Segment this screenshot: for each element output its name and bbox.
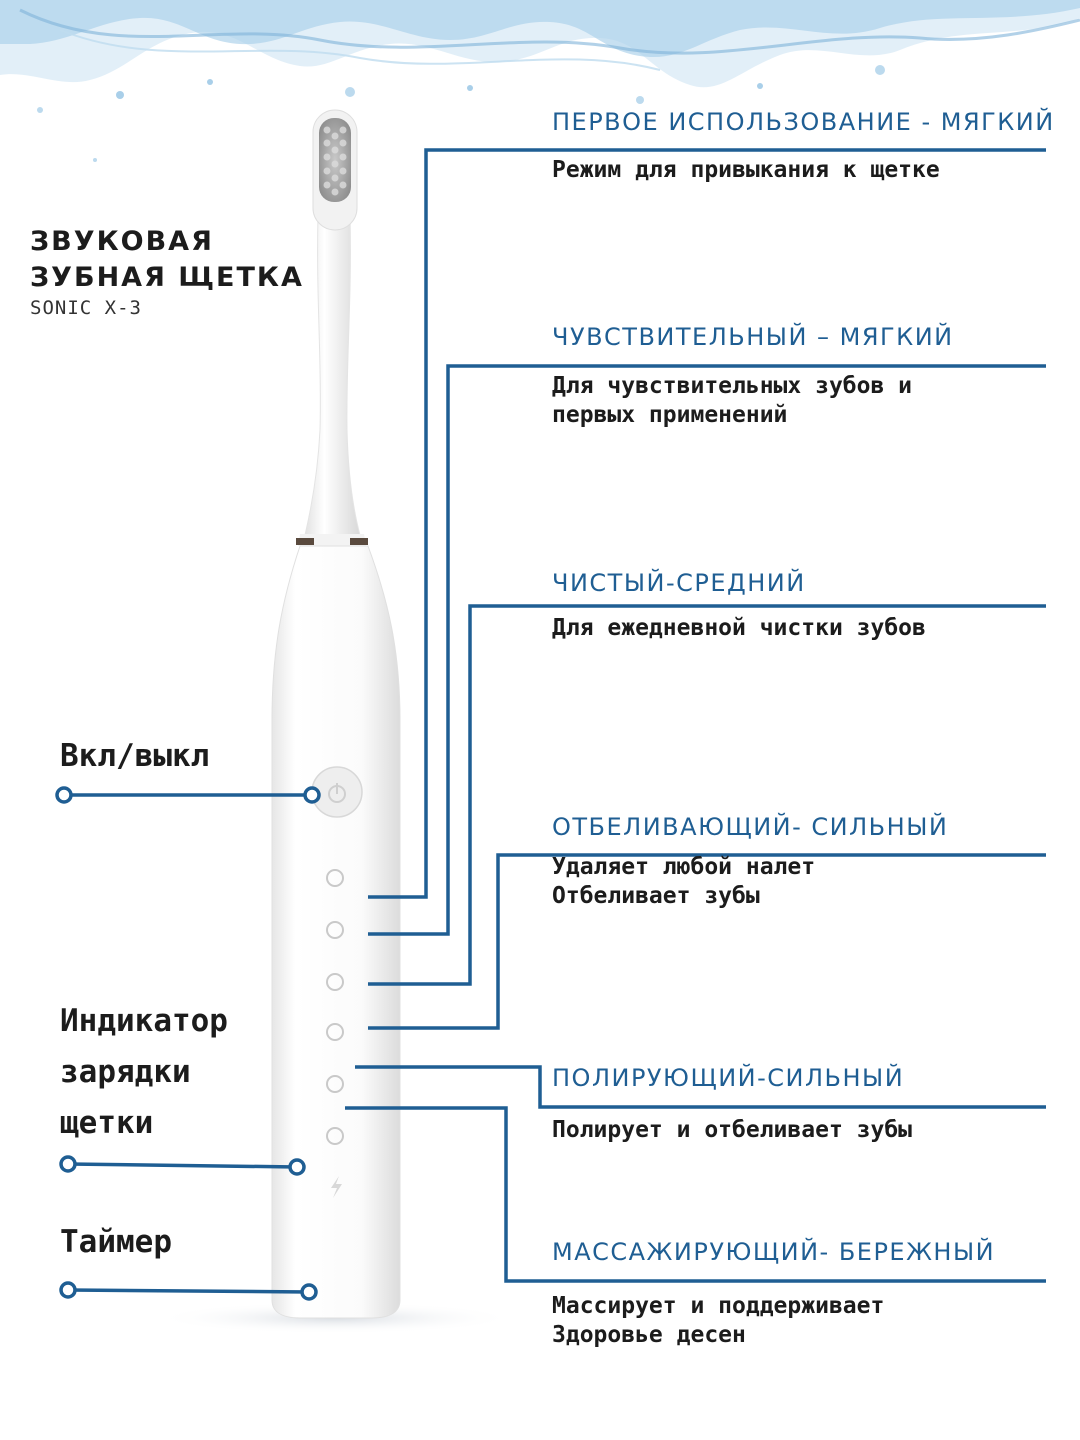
- mode-desc-polishing: Полирует и отбеливает зубы: [552, 1117, 913, 1143]
- product-title-line2: ЗУБНАЯ ЩЕТКА: [30, 262, 304, 293]
- left-connectors: [55, 786, 321, 1301]
- power-label: Вкл/выкл: [60, 738, 210, 774]
- mode-desc-sensitive: Для чувствительных зубов и первых примен…: [552, 373, 913, 428]
- mode-desc-clean: Для ежедневной чистки зубов: [552, 615, 926, 641]
- toothbrush-illustration: [271, 109, 401, 1319]
- charge-indicator-label: Индикатор зарядки щетки: [60, 996, 228, 1149]
- mode-title-sensitive: ЧУВСТВИТЕЛЬНЫЙ – МЯГКИЙ: [552, 323, 954, 351]
- charge-label-line1: Индикатор: [60, 1003, 228, 1039]
- water-splash-decoration: [0, 0, 1080, 162]
- charge-label-line3: щетки: [60, 1105, 154, 1141]
- mode-desc-first-use: Режим для привыкания к щетке: [552, 157, 940, 183]
- timer-label: Таймер: [60, 1224, 172, 1260]
- mode-title-first-use: ПЕРВОЕ ИСПОЛЬЗОВАНИЕ - МЯГКИЙ: [552, 108, 1055, 136]
- right-connectors: [345, 148, 1046, 1283]
- product-model: SONIC X-3: [30, 297, 142, 319]
- mode-desc-whitening: Удаляет любой налет Отбеливает зубы: [552, 854, 816, 909]
- mode-title-massage: МАССАЖИРУЮЩИЙ- БЕРЕЖНЫЙ: [552, 1238, 996, 1266]
- mode-title-polishing: ПОЛИРУЮЩИЙ-СИЛЬНЫЙ: [552, 1064, 905, 1092]
- product-title-line1: ЗВУКОВАЯ: [30, 226, 214, 257]
- charge-label-line2: зарядки: [60, 1054, 191, 1090]
- mode-title-clean: ЧИСТЫЙ-СРЕДНИЙ: [552, 569, 806, 597]
- mode-desc-massage: Массирует и поддерживает Здоровье десен: [552, 1293, 885, 1348]
- product-title: ЗВУКОВАЯ ЗУБНАЯ ЩЕТКА: [30, 224, 304, 296]
- mode-title-whitening: ОТБЕЛИВАЮЩИЙ- СИЛЬНЫЙ: [552, 813, 949, 841]
